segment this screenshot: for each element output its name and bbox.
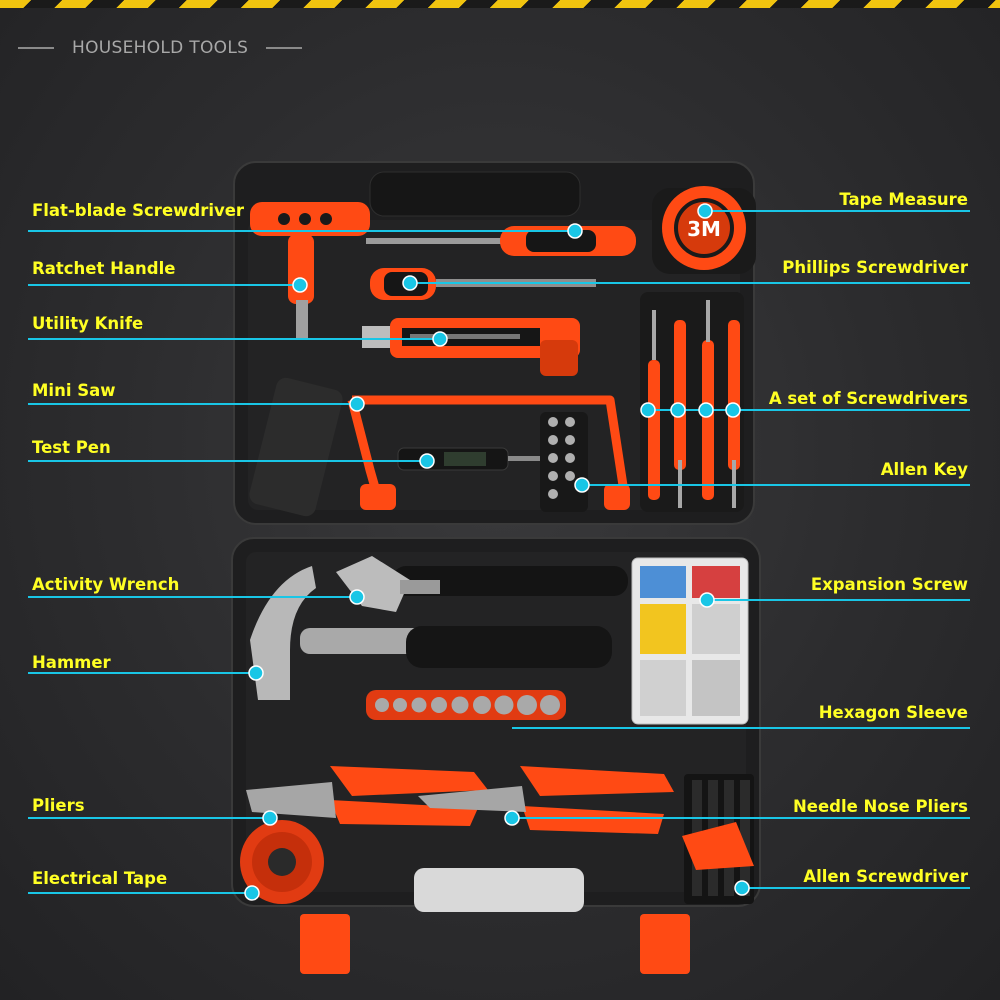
electrical-tape (240, 820, 324, 904)
label-ratchet-handle: Ratchet Handle (32, 259, 176, 278)
marker-dot (432, 331, 448, 347)
leader-lines-right (410, 210, 970, 889)
marker-dot (262, 810, 278, 826)
marker-dot (725, 402, 741, 418)
label-test-pen: Test Pen (32, 438, 111, 457)
marker-dot (698, 402, 714, 418)
header-title: HOUSEHOLD TOOLS (72, 38, 249, 58)
marker-dot (248, 665, 264, 681)
label-electrical-tape: Electrical Tape (32, 869, 168, 888)
expansion-screw-box (631, 557, 749, 725)
label-tape-measure: Tape Measure (839, 190, 968, 209)
marker-dots (244, 203, 750, 901)
tape-measure-marking: 3M (687, 217, 721, 241)
marker-dot (567, 223, 583, 239)
label-needle-nose-pliers: Needle Nose Pliers (792, 797, 968, 816)
marker-dot (699, 592, 715, 608)
mini-saw (249, 377, 630, 517)
hazard-stripe (0, 0, 1000, 8)
label-flat-blade-screwdriver: Flat-blade Screwdriver (32, 201, 245, 220)
allen-keys (682, 774, 754, 904)
needle-nose-pliers (418, 766, 674, 834)
label-pliers: Pliers (32, 796, 85, 815)
label-activity-wrench: Activity Wrench (32, 575, 180, 594)
marker-dot (402, 275, 418, 291)
label-utility-knife: Utility Knife (32, 314, 144, 333)
marker-dot (244, 885, 260, 901)
header-rule-left (18, 47, 54, 49)
leader-lines-left (28, 230, 575, 894)
label-allen-key: Allen Key (880, 460, 968, 479)
section-header: HOUSEHOLD TOOLS (18, 38, 303, 58)
tape-measure: 3M (652, 186, 756, 274)
label-expansion-screw: Expansion Screw (810, 575, 968, 594)
screwdriver-set (640, 292, 744, 512)
hammer (250, 566, 612, 700)
marker-dot (349, 589, 365, 605)
marker-dot (419, 453, 435, 469)
header-rule-right (266, 47, 303, 49)
label-hammer: Hammer (32, 653, 111, 672)
label-phillips-screwdriver: Phillips Screwdriver (782, 258, 968, 277)
marker-dot (697, 203, 713, 219)
marker-dot (734, 880, 750, 896)
hexagon-sleeve (366, 690, 566, 720)
allen-key-bits (540, 412, 588, 512)
marker-dot (574, 477, 590, 493)
label-mini-saw: Mini Saw (32, 381, 116, 400)
marker-dot (349, 396, 365, 412)
label-allen-screwdriver: Allen Screwdriver (803, 867, 968, 886)
marker-dot (292, 277, 308, 293)
label-hexagon-sleeve: Hexagon Sleeve (818, 703, 968, 722)
marker-dot (640, 402, 656, 418)
label-screwdriver-set: A set of Screwdrivers (768, 389, 968, 408)
marker-dot (504, 810, 520, 826)
marker-dot (670, 402, 686, 418)
activity-wrench (336, 556, 628, 612)
